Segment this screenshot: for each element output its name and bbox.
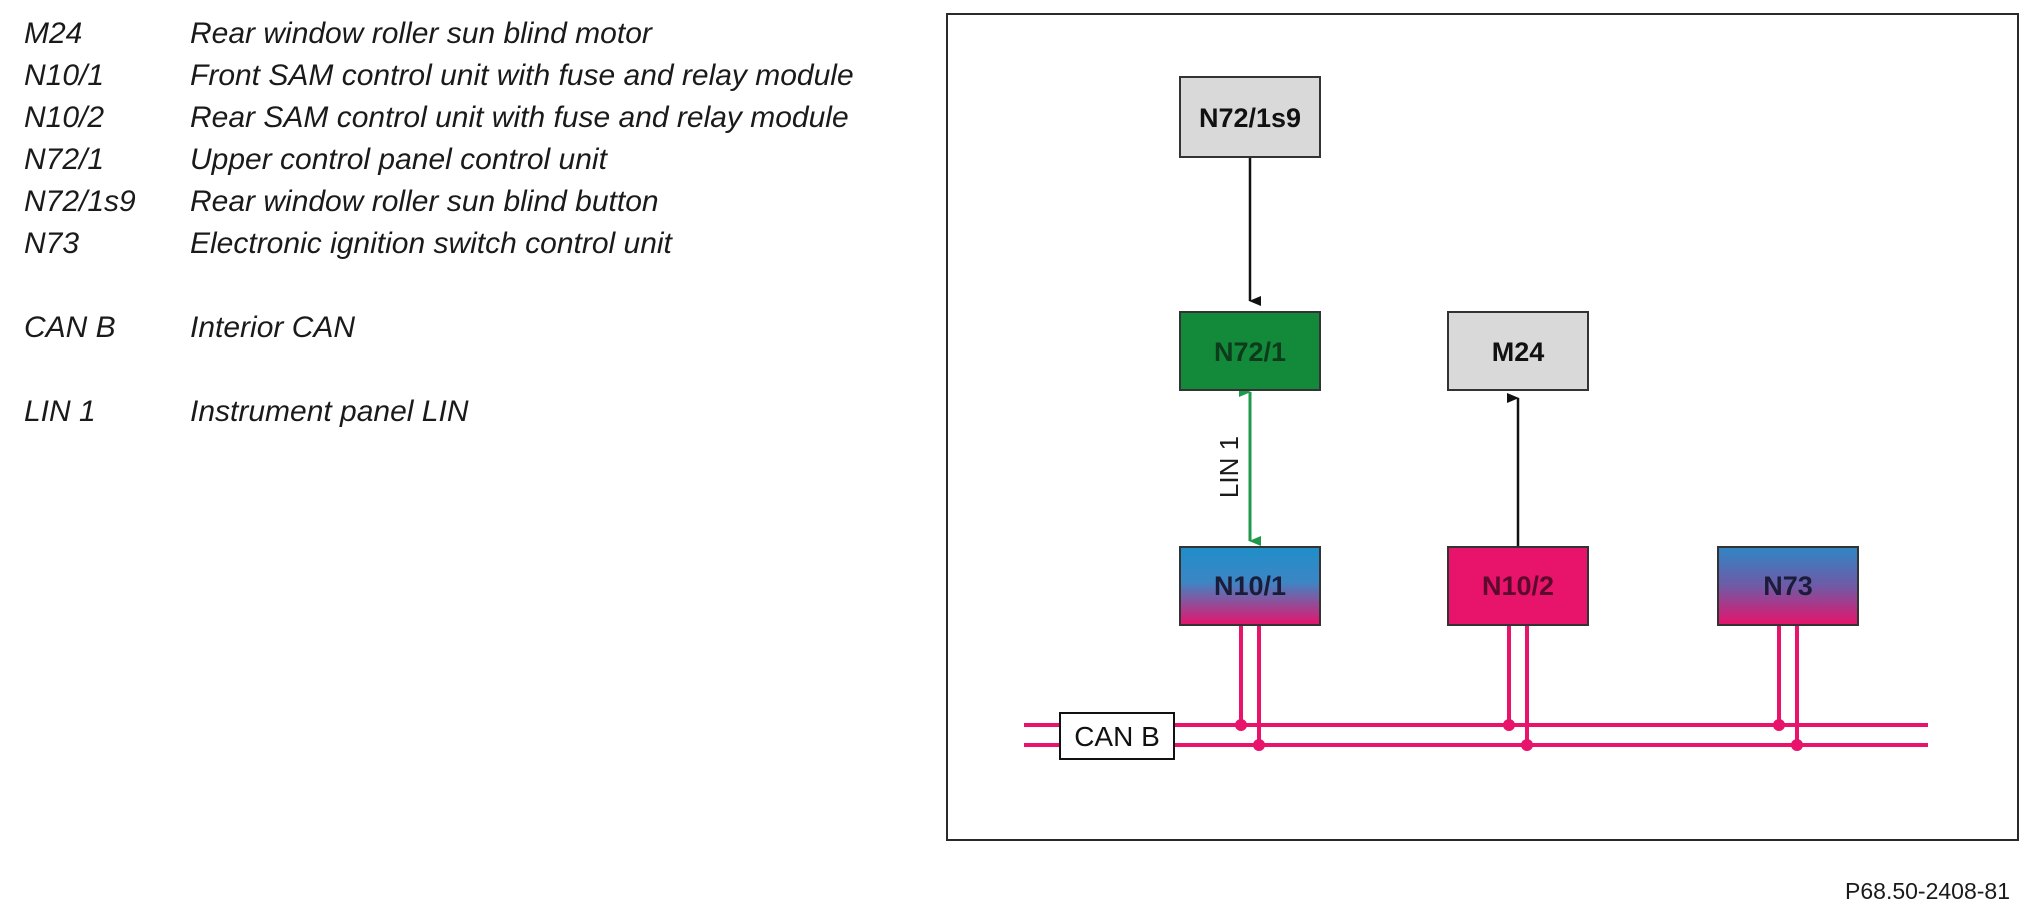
legend-description: Instrument panel LIN [190, 395, 469, 428]
network-diagram: LIN 1 CAN B N72/1s9 [1024, 76, 1928, 760]
legend-description: Rear SAM control unit with fuse and rela… [190, 101, 849, 134]
node-n10-1: N10/1 [1179, 546, 1321, 626]
can-bus-label: CAN B [1074, 721, 1160, 752]
can-junction [1773, 719, 1785, 731]
legend-code: N10/1 [24, 59, 105, 92]
node-m24: M24 [1447, 311, 1589, 391]
node-label: N72/1s9 [1199, 103, 1301, 133]
node-label: M24 [1492, 337, 1545, 367]
figure-id: P68.50-2408-81 [1845, 878, 2010, 904]
legend-code: CAN B [24, 311, 116, 344]
legend-description: Electronic ignition switch control unit [190, 227, 672, 260]
legend-description: Front SAM control unit with fuse and rel… [190, 59, 854, 92]
legend-description: Rear window roller sun blind button [190, 185, 659, 218]
node-n72-1s9: N72/1s9 [1179, 76, 1321, 158]
can-bus-label-box: CAN B [1059, 712, 1175, 760]
node-label: N73 [1763, 571, 1813, 601]
node-label: N10/2 [1482, 571, 1554, 601]
node-label: N10/1 [1214, 571, 1286, 601]
legend-code: LIN 1 [24, 395, 96, 428]
can-junction [1521, 739, 1533, 751]
legend-code: N72/1s9 [24, 185, 136, 218]
node-n72-1: N72/1 [1179, 311, 1321, 391]
legend-code: M24 [24, 17, 83, 50]
diagram-frame: LIN 1 CAN B N72/1s9 [946, 13, 2019, 841]
lin-label: LIN 1 [1214, 436, 1244, 498]
can-junction [1791, 739, 1803, 751]
can-junction [1503, 719, 1515, 731]
node-n10-2: N10/2 [1447, 546, 1589, 626]
legend-code: N10/2 [24, 101, 105, 134]
legend-description: Interior CAN [190, 311, 356, 344]
node-n73: N73 [1717, 546, 1859, 626]
can-junction [1235, 719, 1247, 731]
node-label: N72/1 [1214, 337, 1286, 367]
legend-description: Rear window roller sun blind motor [190, 17, 652, 50]
legend-code: N73 [24, 227, 80, 260]
legend-code: N72/1 [24, 143, 105, 176]
can-junction [1253, 739, 1265, 751]
legend-description: Upper control panel control unit [190, 143, 607, 176]
